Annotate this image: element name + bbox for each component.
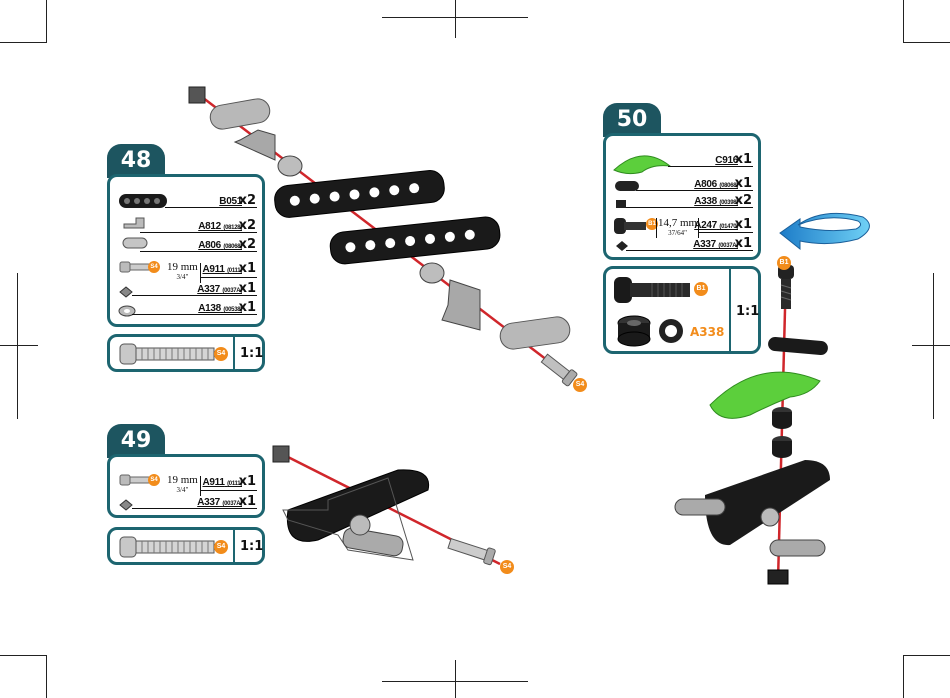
bracket-arm [770,540,825,556]
part-row: A337 (0037A)x1 [110,497,256,511]
angle-bracket [235,130,275,160]
crop-mark [455,0,456,38]
black-plate [768,336,829,355]
crop-mark [46,655,47,698]
crop-mark [0,345,38,346]
screw [540,352,578,387]
step-49-diagram [268,440,518,580]
part-row: A337 (0037A)x1 [606,239,752,253]
bolt-badge: B1 [777,256,791,270]
crop-mark [903,655,950,656]
screw-badge: S4 [500,560,514,574]
crop-mark [903,42,950,43]
square-nut [189,87,205,103]
crop-mark [912,345,950,346]
step-50-number: 50 [603,103,661,137]
washer [350,515,370,535]
step-48-scale-panel: S4 1:1 [107,334,265,372]
crop-mark [0,42,47,43]
crop-mark [382,681,528,682]
angle-bracket [442,280,480,330]
flat-plate [499,315,572,350]
screw-badge: S4 [214,347,228,361]
square-nut [768,570,788,584]
strip-1 [273,169,445,219]
crop-mark [903,655,904,698]
rotate-arrow-icon [768,205,878,255]
crop-mark [903,0,904,43]
crop-mark [17,273,18,419]
crop-mark [46,0,47,43]
strip-2 [329,216,501,266]
step-50-diagram [670,255,860,595]
part-row: A338 (00398)x2 [606,196,752,210]
step-48-number: 48 [107,144,165,178]
crop-mark [0,655,47,656]
screw [447,536,496,565]
crop-mark [455,660,456,698]
part-row: A806 (08068)x1 [606,179,752,193]
square-nut [273,446,289,462]
crop-mark [382,17,528,18]
spacer [772,436,792,458]
bolt [778,265,794,309]
washer [761,508,779,526]
flat-plate [208,97,271,131]
part-row: A806 (08068)x2 [110,240,256,254]
step-49-scale-panel: S4 1:1 [107,527,265,565]
part-row: A247 (01470)x1 [606,220,752,234]
part-row: A911 (0111)x1 [110,477,256,491]
part-row: A138 (00538)x1 [110,303,256,317]
washer [420,263,444,283]
spacer-icon [614,313,654,349]
bracket-arm [675,499,725,515]
green-plate [710,372,820,418]
bracket-arm [342,527,405,557]
part-row: A911 (0111)x1 [110,264,256,278]
scale-label: 1:1 [240,539,263,554]
crop-mark [933,273,934,419]
scale-label: 1:1 [240,346,263,361]
part-row: A337 (0037A)x1 [110,284,256,298]
screw-icon [118,535,218,559]
part-row: A812 (08128)x2 [110,221,256,235]
step-49-number: 49 [107,424,165,458]
spacer [772,407,792,429]
screw-badge: S4 [214,540,228,554]
screw-icon [118,342,218,366]
screw-badge: S4 [573,378,587,392]
washer [278,156,302,176]
